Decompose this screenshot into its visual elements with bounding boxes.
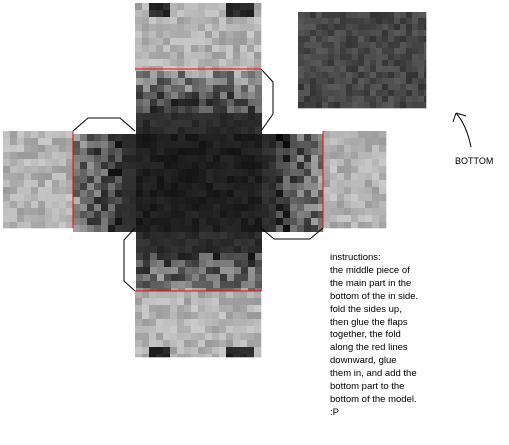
glue-flap-top-right [260,68,274,132]
bottom-piece [298,12,427,109]
right-face [323,131,387,229]
glue-flap-bottom-left [123,227,136,292]
center-piece [73,71,324,292]
arrow-icon [452,112,472,148]
top-face [135,3,262,72]
bottom-label: BOTTOM [455,156,494,166]
glue-flap-bottom-right [260,227,324,240]
bottom-face [135,291,262,358]
left-face [3,131,74,229]
instructions-text: instructions: the middle piece of the ma… [330,252,419,418]
glue-flap-top-left [72,117,136,132]
